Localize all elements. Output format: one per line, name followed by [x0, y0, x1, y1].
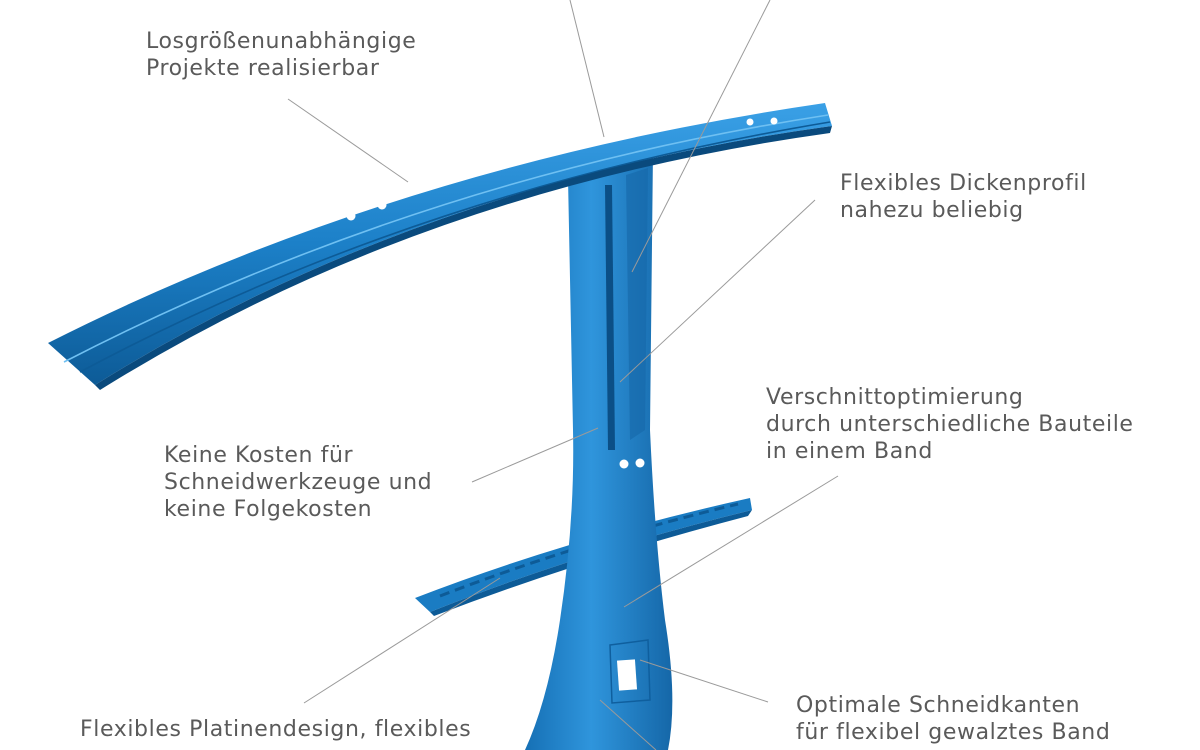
callout-thickness-profile-line1: Flexibles Dickenprofil: [840, 171, 1087, 196]
callout-no-tool-costs: Keine Kosten für Schneidwerkzeuge und ke…: [164, 442, 432, 523]
leader-line-batch-size: [287, 98, 409, 183]
callout-batch-size-line1: Losgrößenunabhängige: [146, 29, 417, 54]
callout-scrap-optimization-line1: Verschnittoptimierung: [766, 385, 1024, 410]
leader-line-thickness-profile: [619, 199, 816, 383]
leader-line-cutting-edges: [639, 659, 769, 703]
leader-line-bottom: [599, 699, 657, 750]
leader-line-no-tool-costs: [471, 427, 599, 483]
callout-thickness-profile: Flexibles Dickenprofil nahezu beliebig: [840, 170, 1087, 224]
callout-scrap-optimization-line2: durch unterschiedliche Bauteile: [766, 412, 1134, 437]
callout-cutting-edges-line2: für flexibel gewalztes Band: [796, 720, 1111, 745]
roof-beam: [48, 103, 832, 390]
callout-cutting-edges-line1: Optimale Schneidkanten: [796, 693, 1081, 718]
callout-no-tool-costs-line1: Keine Kosten für: [164, 443, 354, 468]
leader-line-blank-design: [303, 577, 501, 704]
leader-line-scrap-optimization: [623, 475, 839, 608]
callout-batch-size-line2: Projekte realisierbar: [146, 56, 380, 81]
callout-cutting-edges: Optimale Schneidkanten für flexibel gewa…: [796, 692, 1110, 746]
callout-thickness-profile-line2: nahezu beliebig: [840, 198, 1024, 223]
callout-no-tool-costs-line3: keine Folgekosten: [164, 497, 373, 522]
callout-no-tool-costs-line2: Schneidwerkzeuge und: [164, 470, 433, 495]
leader-line-top-right: [631, 0, 771, 273]
callout-scrap-optimization-line3: in einem Band: [766, 439, 933, 464]
leader-line-top-left: [569, 0, 605, 138]
callout-scrap-optimization: Verschnittoptimierung durch unterschiedl…: [766, 384, 1134, 465]
callout-batch-size: Losgrößenunabhängige Projekte realisierb…: [146, 28, 416, 82]
callout-blank-design-line1: Flexibles Platinendesign, flexibles: [80, 717, 472, 742]
callout-blank-design: Flexibles Platinendesign, flexibles: [80, 716, 471, 743]
